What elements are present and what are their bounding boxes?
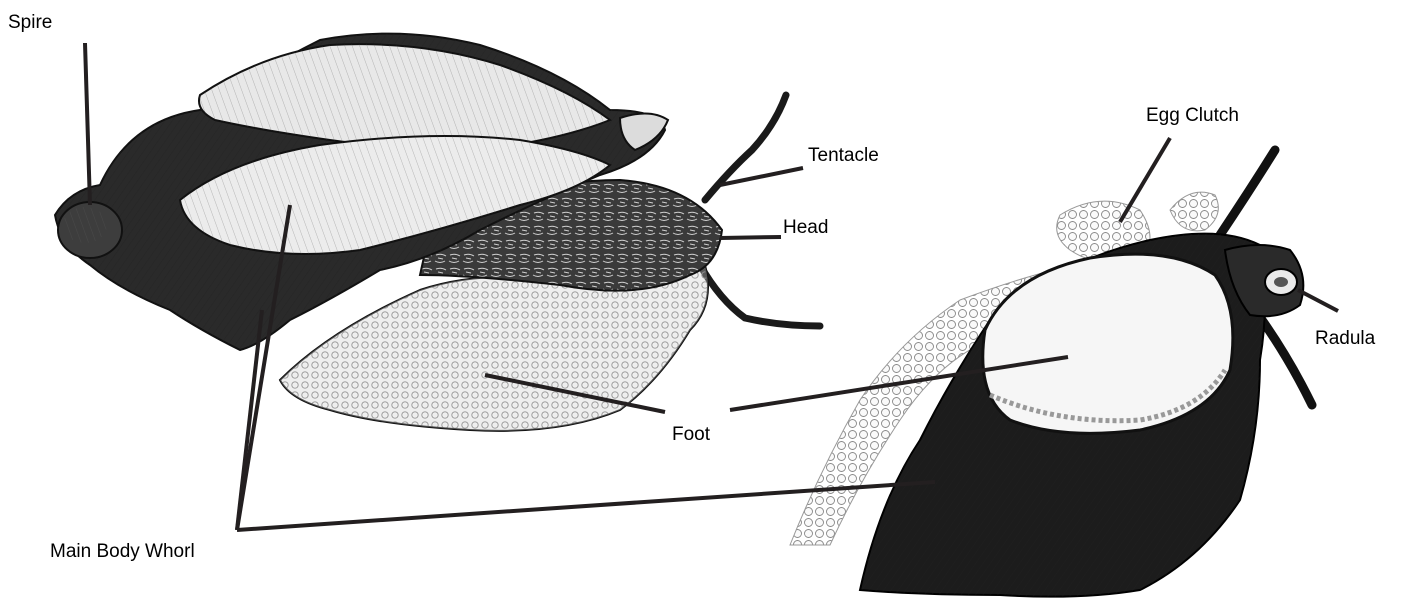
right-tentacle-lower — [1262, 320, 1312, 405]
spire-leader-line — [85, 43, 90, 205]
head-leader-line — [720, 237, 781, 238]
label-radula: Radula — [1315, 329, 1375, 348]
right-tentacle-upper — [1220, 150, 1275, 235]
left-snail-illustration — [55, 34, 820, 431]
label-head: Head — [783, 218, 828, 237]
label-foot: Foot — [672, 425, 710, 444]
label-tentacle: Tentacle — [808, 146, 879, 165]
tentacle-upper — [705, 95, 786, 200]
label-spire: Spire — [8, 13, 52, 32]
label-egg-clutch: Egg Clutch — [1146, 106, 1239, 125]
label-main-body-whorl: Main Body Whorl — [50, 542, 195, 561]
right-snail-illustration — [790, 150, 1312, 597]
tentacle-lower — [700, 265, 820, 326]
egg-clutch-leader-line — [1120, 138, 1170, 222]
egg-clutch-blob — [1170, 192, 1218, 231]
radula-leader-line — [1298, 290, 1338, 311]
